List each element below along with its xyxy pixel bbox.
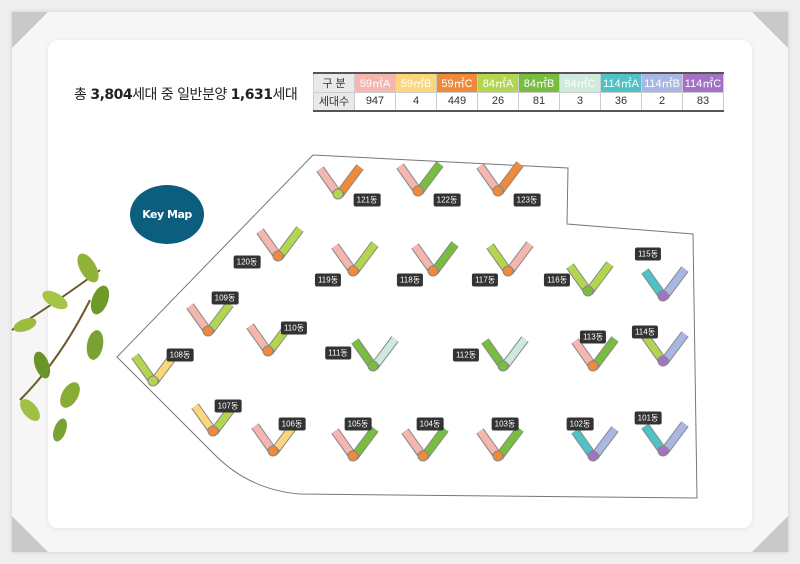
building-label[interactable]: 115동 xyxy=(634,247,662,261)
building-label[interactable]: 121동 xyxy=(353,193,381,207)
building-shape[interactable] xyxy=(400,425,450,465)
building-shape[interactable] xyxy=(640,265,690,305)
building-shape[interactable] xyxy=(315,163,365,203)
building-shape[interactable] xyxy=(255,225,305,265)
building-label[interactable]: 117동 xyxy=(471,273,499,287)
building-shape[interactable] xyxy=(480,335,530,375)
unit-type-header: 84㎡A xyxy=(477,72,519,93)
building-label[interactable]: 119동 xyxy=(314,273,342,287)
unit-count: 449 xyxy=(436,91,478,112)
building-shape[interactable] xyxy=(565,260,615,300)
building-shape[interactable] xyxy=(330,240,380,280)
building-shape[interactable] xyxy=(570,335,620,375)
unit-type-header: 114㎡B xyxy=(641,72,683,93)
building-label[interactable]: 118동 xyxy=(396,273,424,287)
building-label[interactable]: 104동 xyxy=(416,417,444,431)
building-shape[interactable] xyxy=(330,425,380,465)
household-summary: 총 3,804세대 중 일반분양 1,631세대 xyxy=(74,87,298,103)
building-label[interactable]: 103동 xyxy=(491,417,519,431)
unit-count: 81 xyxy=(518,91,560,112)
building-label[interactable]: 105동 xyxy=(344,417,372,431)
unit-count: 2 xyxy=(641,91,683,112)
building-shape[interactable] xyxy=(410,240,460,280)
building-shape[interactable] xyxy=(395,160,445,200)
building-shape[interactable] xyxy=(185,300,235,340)
building-label[interactable]: 108동 xyxy=(166,348,194,362)
building-shape[interactable] xyxy=(485,240,535,280)
building-label[interactable]: 107동 xyxy=(214,399,242,413)
building-shape[interactable] xyxy=(640,330,690,370)
building-label[interactable]: 106동 xyxy=(278,417,306,431)
row-label: 세대수 xyxy=(313,91,355,112)
header-label: 구 분 xyxy=(313,72,355,93)
building-label[interactable]: 110동 xyxy=(280,321,308,335)
building-shape[interactable] xyxy=(640,420,690,460)
unit-type-header: 114㎡A xyxy=(600,72,642,93)
building-label[interactable]: 102동 xyxy=(566,417,594,431)
building-shape[interactable] xyxy=(475,160,525,200)
building-shape[interactable] xyxy=(475,425,525,465)
building-shape[interactable] xyxy=(570,425,620,465)
unit-type-header: 59㎡B xyxy=(395,72,437,93)
building-label[interactable]: 114동 xyxy=(631,325,659,339)
building-label[interactable]: 113동 xyxy=(579,330,607,344)
building-label[interactable]: 109동 xyxy=(211,291,239,305)
building-label[interactable]: 111동 xyxy=(325,346,351,360)
building-label[interactable]: 101동 xyxy=(634,411,662,425)
building-label[interactable]: 123동 xyxy=(513,193,541,207)
unit-count: 83 xyxy=(682,91,724,112)
building-shape[interactable] xyxy=(350,335,400,375)
building-label[interactable]: 120동 xyxy=(233,255,261,269)
unit-type-header: 114㎡C xyxy=(682,72,724,93)
unit-type-header: 59㎡C xyxy=(436,72,478,93)
unit-type-header: 84㎡B xyxy=(518,72,560,93)
building-label[interactable]: 116동 xyxy=(543,273,571,287)
key-map-badge: Key Map xyxy=(130,185,204,244)
plant-decoration xyxy=(11,253,110,442)
building-label[interactable]: 122동 xyxy=(433,193,461,207)
building-label[interactable]: 112동 xyxy=(452,348,480,362)
